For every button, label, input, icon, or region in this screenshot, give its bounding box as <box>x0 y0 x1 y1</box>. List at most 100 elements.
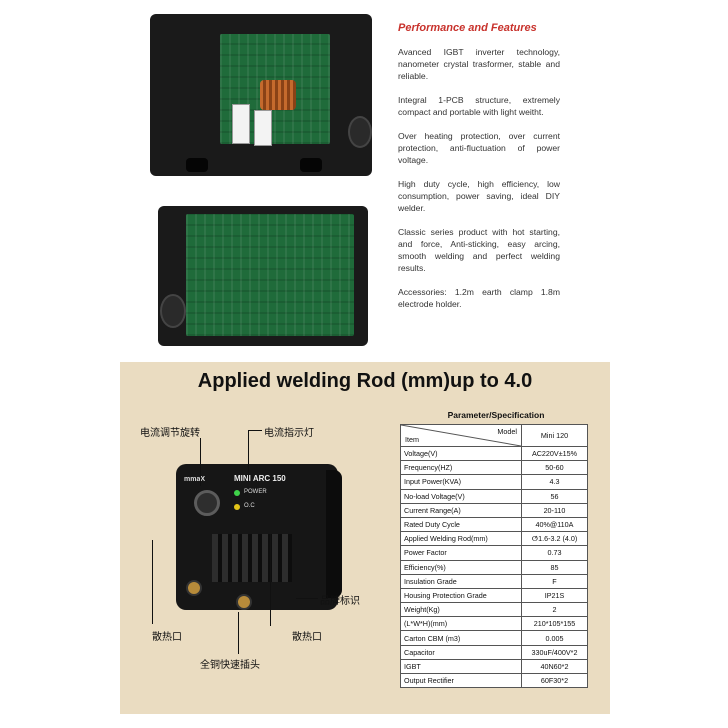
spec-label: Input Power(KVA) <box>400 474 522 490</box>
spec-label: IGBT <box>400 658 522 675</box>
output-socket <box>236 594 252 610</box>
callout-line <box>296 598 318 599</box>
spec-value: 56 <box>521 488 588 504</box>
control-knob <box>160 294 186 328</box>
capacitor <box>232 104 250 144</box>
callout-line <box>248 430 262 431</box>
output-socket <box>186 580 202 596</box>
feature-item: Classic series product with hot starting… <box>398 227 560 273</box>
spec-label: Weight(Kg) <box>400 602 522 618</box>
features-section: Performance and Features Avanced IGBT in… <box>398 22 560 322</box>
spec-label: Frequency(HZ) <box>400 460 522 476</box>
welder-illustration: mmaX MINI ARC 150 POWER O.C <box>176 456 346 620</box>
spec-label: Applied Welding Rod(mm) <box>400 531 522 547</box>
spec-value: 50-60 <box>521 460 588 476</box>
vent-grille <box>212 534 292 582</box>
welder-model-label: MINI ARC 150 <box>234 474 286 483</box>
callout-line <box>238 612 239 654</box>
table-row: (L*W*H)(mm)210*105*155 <box>400 616 588 632</box>
spec-value: AC220V±15% <box>521 445 588 462</box>
product-photo-pcb <box>158 206 368 346</box>
table-row: Carton CBM (m3)0.005 <box>400 630 588 646</box>
capacitor <box>254 110 272 146</box>
spec-heading: Parameter/Specification <box>447 410 545 420</box>
feature-item: Accessories: 1.2m earth clamp 1.8m elect… <box>398 287 560 309</box>
table-row: No-load Voltage(V)56 <box>400 488 588 504</box>
spec-header-item: Item <box>405 435 419 444</box>
spec-header-row: Model Item Mini 120 <box>400 424 588 447</box>
callout-current-light: 电流指示灯 <box>264 428 314 439</box>
spec-value: ⵚ1.6-3.2 (4.0) <box>521 531 588 547</box>
table-row: Input Power(KVA)4.3 <box>400 474 588 490</box>
table-row: Efficiency(%)85 <box>400 559 588 575</box>
callout-current-knob: 电流调节旋转 <box>140 428 200 439</box>
transformer-coil <box>260 80 296 110</box>
table-row: Applied Welding Rod(mm)ⵚ1.6-3.2 (4.0) <box>400 531 588 547</box>
callout-line <box>270 534 271 626</box>
callout-line <box>248 430 249 482</box>
callout-vent-right: 散热口 <box>292 632 322 643</box>
spec-value: 0.005 <box>521 630 588 646</box>
feature-item: Avanced IGBT inverter technology, nanome… <box>398 47 560 81</box>
spec-label: Current Range(A) <box>400 502 522 518</box>
spec-value: 60F30*2 <box>521 672 588 689</box>
spec-value: 4.3 <box>521 474 588 490</box>
spec-header-model: Model <box>497 427 517 436</box>
spec-header-value: Mini 120 <box>521 424 588 447</box>
callout-vent-left: 散热口 <box>152 632 182 643</box>
spec-value: 20-110 <box>521 502 588 518</box>
device-foot <box>186 158 208 172</box>
welder-brand: mmaX <box>184 476 206 483</box>
welder-body: mmaX MINI ARC 150 POWER O.C <box>176 464 338 610</box>
callout-copper-plug: 全铜快速插头 <box>200 660 260 671</box>
spec-value: F <box>521 573 588 589</box>
spec-label: Capacitor <box>400 644 522 660</box>
welder-side <box>326 470 342 598</box>
spec-label: Insulation Grade <box>400 573 522 589</box>
feature-item: High duty cycle, high efficiency, low co… <box>398 179 560 213</box>
spec-label: Housing Protection Grade <box>400 587 522 604</box>
device-foot <box>300 158 322 172</box>
power-led <box>234 490 240 496</box>
spec-label: Efficiency(%) <box>400 559 522 575</box>
table-row: Current Range(A)20-110 <box>400 502 588 518</box>
table-row: Weight(Kg)2 <box>400 602 588 618</box>
spec-value: 330uF/400V*2 <box>521 644 588 660</box>
oc-label: O.C <box>244 503 255 509</box>
feature-item: Over heating protection, over current pr… <box>398 131 560 165</box>
spec-label: Voltage(V) <box>400 445 522 462</box>
power-label: POWER <box>244 489 267 495</box>
callout-line <box>200 438 201 486</box>
spec-value: IP21S <box>521 587 588 604</box>
spec-header-item-model: Model Item <box>400 424 522 447</box>
spec-label: No-load Voltage(V) <box>400 488 522 504</box>
current-knob <box>194 490 220 516</box>
spec-value: 2 <box>521 602 588 618</box>
features-heading: Performance and Features <box>398 22 537 34</box>
pcb-board <box>186 214 354 336</box>
spec-value: 85 <box>521 559 588 575</box>
diagonal-divider <box>401 425 521 446</box>
panel-title: Applied welding Rod (mm)up to 4.0 <box>197 370 533 392</box>
oc-led <box>234 504 240 510</box>
spec-label: Output Rectifier <box>400 672 522 689</box>
callout-brand-label: 品牌标识 <box>320 596 360 607</box>
control-knob <box>348 116 372 148</box>
spec-table: Model Item Mini 120 Voltage(V)AC220V±15%… <box>400 424 588 689</box>
spec-value: 0.73 <box>521 545 588 561</box>
spec-label: Carton CBM (m3) <box>400 630 522 646</box>
feature-item: Integral 1-PCB structure, extremely comp… <box>398 95 560 117</box>
spec-label: Rated Duty Cycle <box>400 516 522 533</box>
spec-label: (L*W*H)(mm) <box>400 616 522 632</box>
spec-value: 40%@110A <box>521 516 588 533</box>
product-photo-interior <box>150 14 372 176</box>
callout-line <box>152 540 153 624</box>
table-row: Voltage(V)AC220V±15% <box>400 445 588 462</box>
